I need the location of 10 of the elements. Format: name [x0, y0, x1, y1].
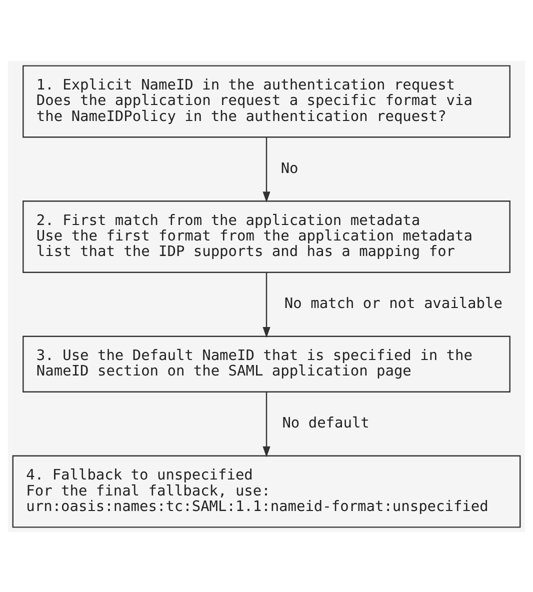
arrow — [262, 272, 270, 338]
edge-label: No match or not available — [284, 296, 502, 312]
edge-label: No — [280, 160, 298, 176]
arrow — [262, 392, 270, 457]
edge-label: No default — [282, 415, 370, 432]
arrow — [262, 136, 270, 202]
node-box: 3. Use the Default NameID that is specified in the NameID section on the SAML application page — [22, 335, 510, 392]
node-box: 1. Explicit NameID in the authentication request Does the application request a specific format via the NameIDPolicy in the authentication request? — [22, 64, 510, 138]
node-box: 2. First match from the application metadata Use the first format from the application metadata list that the IDP supports and has a mapping for — [22, 200, 510, 272]
node-box: 4. Fallback to unspecified For the final fallback, use: urn:oasis:names:tc:SAML:1.1:nameid-format:unspecified — [12, 454, 521, 528]
